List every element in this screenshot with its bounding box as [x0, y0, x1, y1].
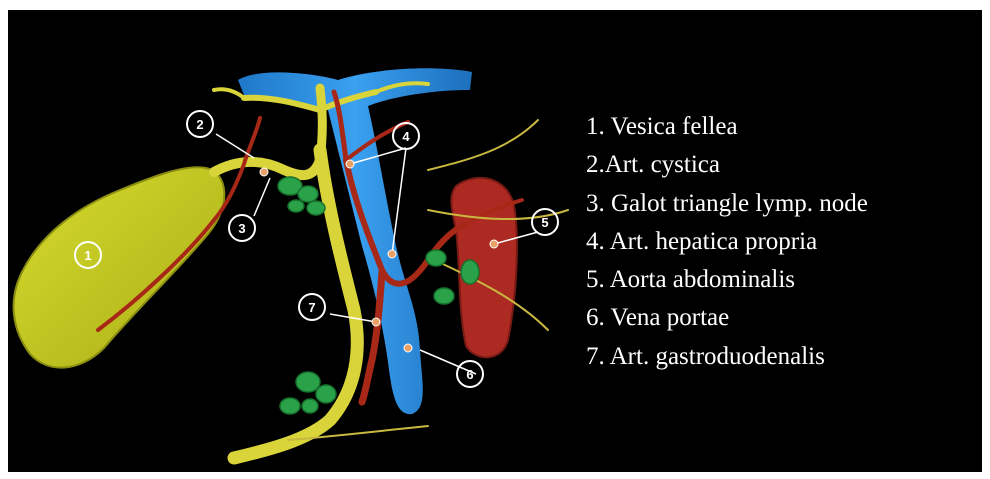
callout-6: 6 [457, 361, 483, 387]
art-gastroduodenalis [362, 272, 382, 402]
legend-list: 1. Vesica fellea 2.Art. cystica 3. Galot… [586, 108, 868, 376]
svg-text:1: 1 [84, 248, 91, 263]
legend-item-vesica-fellea: 1. Vesica fellea [586, 108, 868, 146]
svg-text:2: 2 [196, 117, 203, 132]
callout-2: 2 [187, 111, 213, 137]
svg-text:3: 3 [238, 221, 245, 236]
callout-5: 5 [532, 209, 558, 235]
svg-text:4: 4 [402, 129, 410, 144]
legend-item-art-hepatica-propria: 4. Art. hepatica propria [586, 223, 868, 261]
legend-item-aorta-abdominalis: 5. Aorta abdominalis [586, 261, 868, 299]
vesica-fellea [14, 167, 225, 367]
callout-4: 4 [393, 123, 419, 149]
legend-item-galot-triangle-lymph-node: 3. Galot triangle lymp. node [586, 185, 868, 223]
legend-item-art-gastroduodenalis: 7. Art. gastroduodenalis [586, 338, 868, 376]
svg-text:5: 5 [541, 215, 548, 230]
legend-item-vena-portae: 6. Vena portae [586, 299, 868, 337]
legend-item-art-cystica: 2.Art. cystica [586, 146, 868, 184]
callout-7: 7 [299, 294, 325, 320]
callout-3: 3 [229, 215, 255, 241]
svg-text:6: 6 [466, 367, 473, 382]
svg-text:7: 7 [308, 300, 315, 315]
anatomy-figure-frame: 1 2 3 4 5 6 7 1. Vesica fellea 2.Art. cy… [8, 10, 982, 472]
